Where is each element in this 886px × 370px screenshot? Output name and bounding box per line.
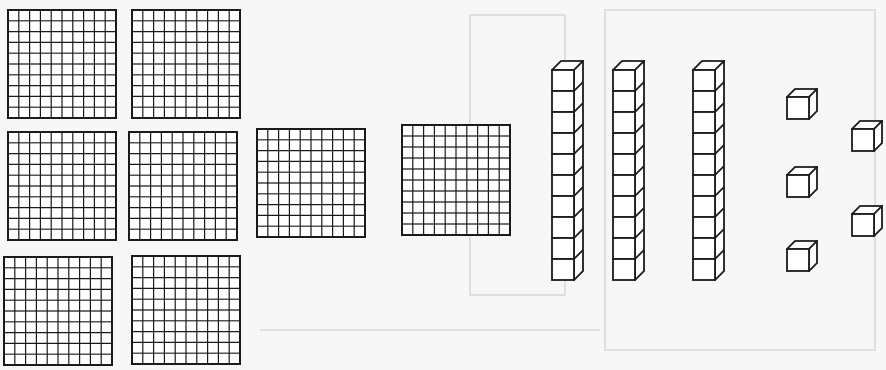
tens-rod: [692, 60, 725, 285]
cube-faces: [786, 240, 818, 272]
hundreds-flat: [3, 256, 113, 366]
ones-cube: [786, 88, 818, 124]
hundreds-flat: [256, 128, 366, 238]
ones-cube: [786, 240, 818, 276]
grid-lines: [401, 124, 511, 236]
tens-rod: [551, 60, 584, 285]
cube-faces: [851, 120, 883, 152]
ones-cube: [851, 205, 883, 241]
grid-lines: [131, 9, 241, 119]
cube-faces: [786, 88, 818, 120]
ones-cube: [786, 166, 818, 202]
grid-lines: [7, 9, 117, 119]
hundreds-flat: [401, 124, 511, 236]
grid-lines: [3, 256, 113, 366]
cube-faces: [851, 205, 883, 237]
hundreds-flat: [7, 131, 117, 241]
hundreds-flat: [128, 131, 238, 241]
grid-lines: [256, 128, 366, 238]
rod-cubes: [692, 60, 725, 281]
tens-rod: [612, 60, 645, 285]
ones-cube: [851, 120, 883, 156]
grid-lines: [128, 131, 238, 241]
grid-lines: [7, 131, 117, 241]
hundreds-flat: [7, 9, 117, 119]
rod-cubes: [612, 60, 645, 281]
hundreds-flat: [131, 9, 241, 119]
grid-lines: [131, 255, 241, 365]
rod-cubes: [551, 60, 584, 281]
cube-faces: [786, 166, 818, 198]
hundreds-flat: [131, 255, 241, 365]
